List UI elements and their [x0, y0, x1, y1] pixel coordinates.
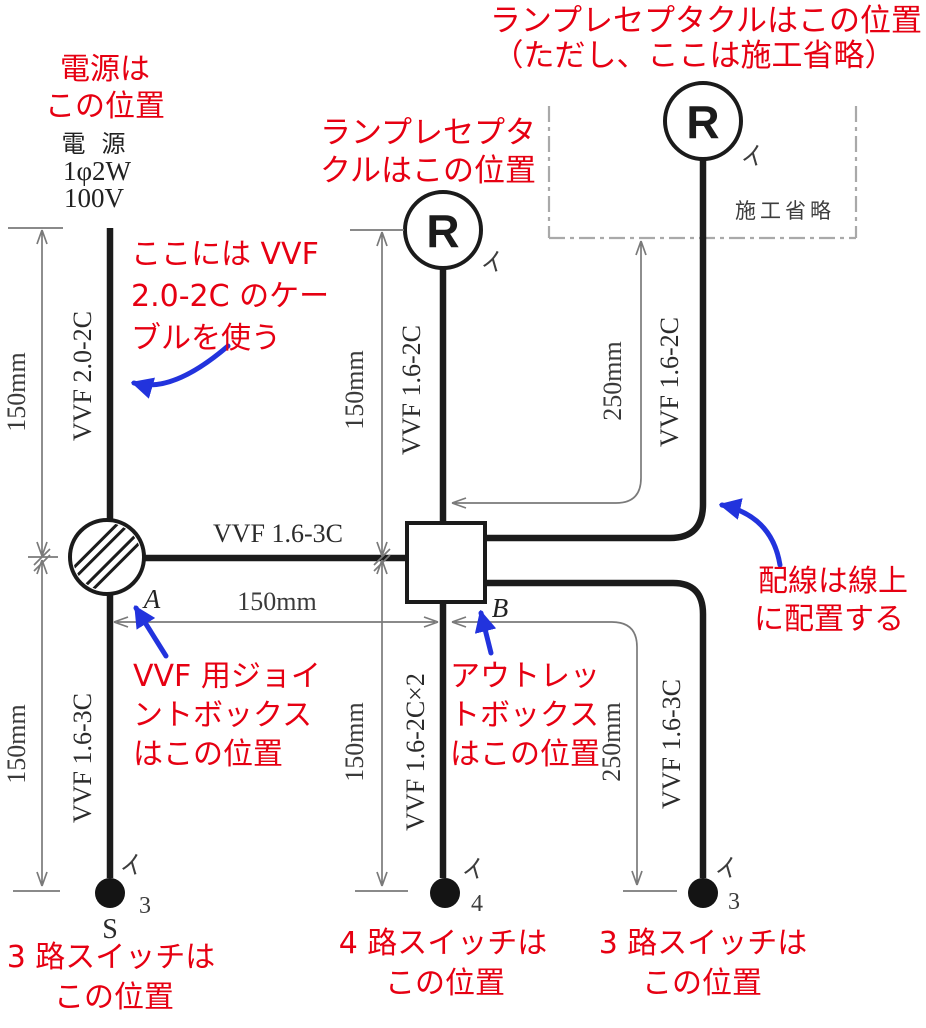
- lamp-receptacle-center: R イ: [403, 190, 508, 280]
- cable-label-b-to-lamp-center: VVF 1.6-2C: [397, 325, 426, 455]
- outlet-box-b: B: [405, 521, 509, 623]
- dimension-center-bottom-value: 150mm: [340, 702, 369, 781]
- circuit-mark-switch3-left: イ: [117, 851, 147, 883]
- dimension-a-to-b: 150mm: [113, 587, 439, 628]
- arrow-to-outlet-box: [474, 609, 497, 656]
- note-switch3-right-line2: この位置: [642, 966, 762, 1001]
- note-cable-line3: ブルを使う: [131, 321, 281, 356]
- cable-label-a-to-switch3-left: VVF 1.6-3C: [68, 693, 97, 823]
- cable-label-a-to-b: VVF 1.6-3C: [213, 519, 343, 548]
- note-switch3-left-line2: この位置: [54, 980, 174, 1015]
- joint-box-label-a: A: [142, 584, 161, 614]
- dimension-left-top-value: 150mm: [2, 352, 31, 431]
- switch4-number: 4: [471, 891, 483, 917]
- switch3-left-symbol: イ 3 S: [95, 851, 151, 945]
- arrow-to-joint-box: [133, 605, 169, 659]
- note-power-line2: この位置: [45, 89, 165, 124]
- omission-note-label: 施工省略: [735, 199, 835, 223]
- lamp-receptacle-center-circle: [403, 190, 483, 270]
- cables: [106, 159, 707, 878]
- note-joint-box-line1: VVF 用ジョイ: [133, 659, 321, 694]
- dimension-right-top-value: 250mm: [598, 341, 627, 420]
- outlet-box-rect: [405, 521, 487, 604]
- dimension-a-to-b-value: 150mm: [237, 587, 316, 616]
- dimension-left-bottom-value: 150mm: [2, 704, 31, 783]
- arrow-to-wiring-corner: [718, 498, 783, 568]
- lamp-receptacle-center-letter: R: [426, 205, 459, 257]
- cable-label-b-to-lamp-right: VVF 1.6-2C: [655, 317, 684, 447]
- switch3-right-number: 3: [728, 889, 740, 915]
- note-lamp-center-line1: ランプレセプタ: [320, 115, 536, 151]
- note-power-line1: 電源は: [60, 52, 150, 87]
- power-source-phase: 1φ2W: [63, 156, 132, 186]
- note-cable-line1: ここには VVF: [131, 237, 319, 272]
- note-wiring-line2: に配置する: [754, 602, 904, 637]
- dimension-right-bottom-value: 250mm: [597, 702, 626, 781]
- switch4-dot: [430, 878, 460, 908]
- dimension-center-top-value: 150mm: [340, 350, 369, 429]
- callout-arrows: [130, 343, 783, 659]
- note-outlet-box-line2: トボックス: [450, 698, 599, 733]
- circuit-mark-switch4: イ: [459, 855, 489, 887]
- note-joint-box-line3: はこの位置: [133, 737, 283, 772]
- arrow-to-power-cable: [130, 343, 231, 399]
- outlet-box-label-b: B: [492, 593, 509, 623]
- note-switch3-right-line1: 3 路スイッチは: [599, 926, 808, 961]
- note-lamp-center-line2: クルはこの位置: [320, 153, 536, 189]
- dimension-center-top: 150mm: [340, 229, 404, 572]
- cable-outletbox-to-switch3-right: [485, 579, 707, 878]
- switch3-right-symbol: イ 3: [688, 854, 742, 915]
- cable-label-power: VVF 2.0-2C: [68, 311, 97, 441]
- note-lamp-top-line2: （ただし、ここは施工省略）: [493, 38, 896, 74]
- power-source-voltage: 100V: [64, 183, 125, 213]
- dimension-center-bottom: 150mm: [340, 559, 408, 892]
- circuit-mark-lamp-center: イ: [478, 248, 508, 280]
- joint-box-a: A: [58, 508, 161, 614]
- switch4-symbol: イ 4: [430, 855, 489, 917]
- dimension-right-top: 250mm: [451, 240, 647, 509]
- dimension-left-bottom: 150mm: [2, 559, 60, 892]
- lamp-receptacle-right-circle: [663, 81, 743, 161]
- cable-label-b-to-switch4: VVF 1.6-2C×2: [401, 673, 430, 831]
- switch3-left-s-mark: S: [102, 914, 118, 945]
- power-source-label: 電 源 1φ2W 100V: [62, 131, 132, 213]
- circuit-mark-switch3-right: イ: [712, 854, 742, 886]
- note-switch4-line2: この位置: [385, 966, 505, 1001]
- lamp-receptacle-right: R イ: [663, 81, 768, 174]
- circuit-mark-lamp-right: イ: [738, 142, 768, 174]
- red-annotations: 電源は この位置 ランプレセプタクルはこの位置 （ただし、ここは施工省略） ラン…: [7, 3, 922, 1015]
- note-joint-box-line2: ントボックス: [133, 698, 312, 733]
- note-outlet-box-line1: アウトレッ: [450, 659, 600, 694]
- note-wiring-line1: 配線は線上: [758, 564, 908, 599]
- lamp-receptacle-right-letter: R: [686, 96, 719, 148]
- dimension-right-bottom: 250mm: [451, 616, 677, 892]
- dimension-left-top: 150mm: [2, 227, 63, 572]
- note-lamp-top-line1: ランプレセプタクルはこの位置: [490, 3, 922, 39]
- note-switch3-left-line1: 3 路スイッチは: [7, 940, 216, 975]
- joint-box-hatching: [58, 508, 155, 605]
- note-switch4-line1: 4 路スイッチは: [339, 926, 548, 961]
- cable-label-b-to-switch3-right: VVF 1.6-3C: [657, 679, 686, 809]
- switch3-left-dot: [95, 878, 125, 908]
- note-cable-line2: 2.0-2C のケー: [131, 279, 329, 314]
- cable-outletbox-to-lamp-right: [485, 159, 707, 542]
- joint-box-circle: [68, 518, 146, 596]
- switch3-right-dot: [688, 878, 718, 908]
- switch3-left-number: 3: [139, 893, 151, 919]
- power-source-name: 電 源: [62, 131, 131, 158]
- note-outlet-box-line3: はこの位置: [450, 737, 600, 772]
- cable-labels: VVF 2.0-2C VVF 1.6-3C VVF 1.6-3C VVF 1.6…: [68, 311, 686, 831]
